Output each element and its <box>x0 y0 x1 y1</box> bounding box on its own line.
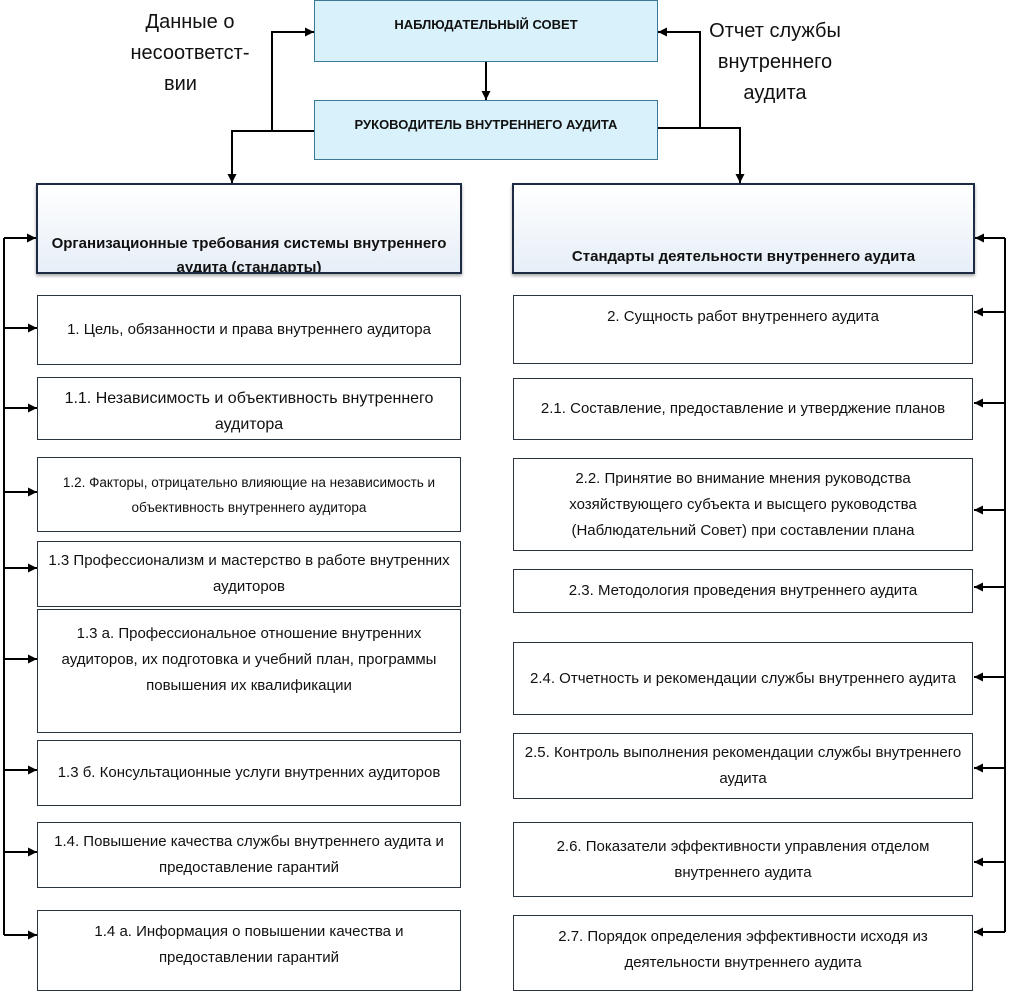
right-item-label: 2. Сущность работ внутреннего аудита <box>607 308 879 325</box>
left-item-1-3: 1.3 Профессионализм и мастерство в работ… <box>37 541 461 607</box>
note-left-line-1: Данные о <box>145 11 235 33</box>
note-right-line-3: аудита <box>743 82 807 104</box>
right-column-header-label: Стандарты деятельности внутреннего аудит… <box>571 248 916 265</box>
nonconformity-data-note: Данные о несоответст- вии <box>120 7 260 100</box>
right-item-label: 2.3. Методология проведения внутреннего … <box>568 582 918 599</box>
left-item-label: 1.4 а. Информация о повышении качества и… <box>94 923 404 966</box>
left-item-label: 1. Цель, обязанности и права внутреннего… <box>67 321 431 338</box>
right-item-2-3: 2.3. Методология проведения внутреннего … <box>513 569 973 613</box>
left-item-1-1: 1.1. Независимость и объективность внутр… <box>37 377 461 440</box>
note-left-line-2: несоответст- <box>130 42 250 64</box>
left-column-header: Организационные требования системы внутр… <box>36 183 462 274</box>
right-item-2-2: 2.2. Принятие во внимание мнения руковод… <box>513 458 973 551</box>
left-item-1-2: 1.2. Факторы, отрицательно влияющие на н… <box>37 457 461 532</box>
supervisory-board-box: НАБЛЮДАТЕЛЬНЫЙ СОВЕТ <box>314 0 658 62</box>
right-item-2-7: 2.7. Порядок определения эффективности и… <box>513 915 973 991</box>
supervisory-board-label: НАБЛЮДАТЕЛЬНЫЙ СОВЕТ <box>394 17 578 32</box>
left-item-1-4: 1.4. Повышение качества службы внутренне… <box>37 822 461 888</box>
left-item-1: 1. Цель, обязанности и права внутреннего… <box>37 295 461 365</box>
right-item-label: 2.6. Показатели эффективности управления… <box>556 837 930 881</box>
right-item-2-6: 2.6. Показатели эффективности управления… <box>513 822 973 897</box>
left-item-label: 1.3 Профессионализм и мастерство в работ… <box>48 552 450 595</box>
right-item-label: 2.1. Составление, предоставление и утвер… <box>540 400 946 417</box>
right-item-label: 2.2. Принятие во внимание мнения руковод… <box>569 469 917 539</box>
left-column-header-label: Организационные требования системы внутр… <box>51 235 447 274</box>
note-right-line-1: Отчет службы <box>709 20 841 42</box>
left-item-label: 1.3 а. Профессиональное отношение внутре… <box>61 625 437 694</box>
note-right-line-2: внутреннего <box>717 51 833 73</box>
head-of-audit-box: РУКОВОДИТЕЛЬ ВНУТРЕННЕГО АУДИТА <box>314 100 658 160</box>
left-item-label: 1.1. Независимость и объективность внутр… <box>64 390 434 433</box>
left-item-1-3b: 1.3 б. Консультационные услуги внутренни… <box>37 740 461 806</box>
audit-report-note: Отчет службы внутреннего аудита <box>700 16 850 109</box>
left-item-1-4a: 1.4 а. Информация о повышении качества и… <box>37 910 461 991</box>
left-item-label: 1.3 б. Консультационные услуги внутренни… <box>57 764 441 781</box>
right-item-label: 2.4. Отчетность и рекомендации службы вн… <box>530 669 956 687</box>
right-item-2-5: 2.5. Контроль выполнения рекомендации сл… <box>513 733 973 799</box>
right-item-2-1: 2.1. Составление, предоставление и утвер… <box>513 378 973 440</box>
left-item-label: 1.2. Факторы, отрицательно влияющие на н… <box>62 474 436 515</box>
right-column-header: Стандарты деятельности внутреннего аудит… <box>512 183 975 274</box>
left-item-label: 1.4. Повышение качества службы внутренне… <box>54 833 444 876</box>
note-left-line-3: вии <box>164 73 197 95</box>
left-item-1-3a: 1.3 а. Профессиональное отношение внутре… <box>37 609 461 733</box>
head-of-audit-label: РУКОВОДИТЕЛЬ ВНУТРЕННЕГО АУДИТА <box>354 117 618 132</box>
right-item-label: 2.5. Контроль выполнения рекомендации сл… <box>524 744 962 787</box>
right-item-label: 2.7. Порядок определения эффективности и… <box>558 928 928 971</box>
right-item-2: 2. Сущность работ внутреннего аудита <box>513 295 973 364</box>
right-item-2-4: 2.4. Отчетность и рекомендации службы вн… <box>513 642 973 715</box>
